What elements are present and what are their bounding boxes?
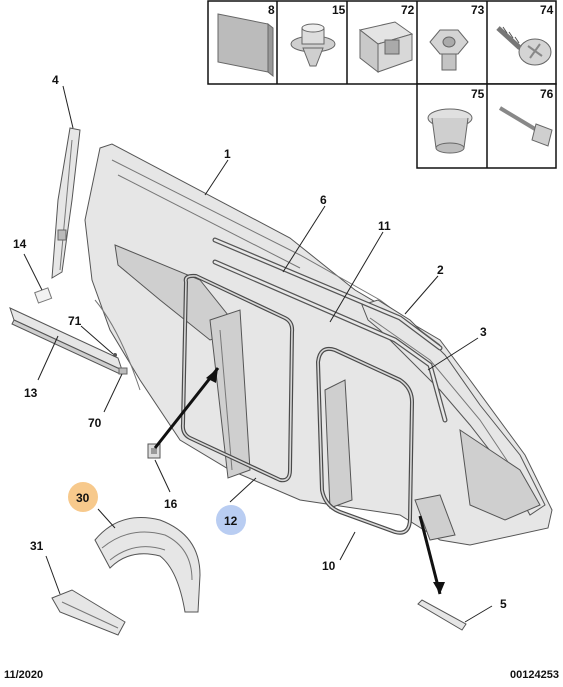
ref-3: 3 (480, 325, 487, 339)
ref-72: 72 (401, 3, 415, 17)
ref-14: 14 (13, 237, 27, 251)
part-75-nut[interactable] (427, 108, 473, 154)
ref-6: 6 (320, 193, 327, 207)
highlight-30 (68, 482, 98, 512)
fastener-grid: 8 15 72 73 74 75 76 (207, 0, 557, 169)
footer-date: 11/2020 (4, 669, 44, 681)
ref-71: 71 (68, 314, 82, 328)
part-8-pad[interactable] (217, 13, 274, 78)
ref-13: 13 (24, 386, 38, 400)
ref-15: 15 (332, 3, 346, 17)
ref-8: 8 (268, 3, 275, 17)
ref-73: 73 (471, 3, 485, 17)
ref-74: 74 (540, 3, 554, 17)
highlight-12 (216, 505, 246, 535)
ref-1: 1 (224, 147, 231, 161)
ref-76: 76 (540, 87, 554, 101)
b-pillar (324, 379, 456, 541)
part-31-underbody-panel[interactable] (51, 589, 126, 636)
ref-11: 11 (378, 219, 391, 233)
ref-16: 16 (164, 497, 178, 511)
part-6-strip[interactable] (212, 237, 443, 351)
part-73-nut[interactable] (429, 29, 469, 71)
part-70-clip[interactable] (118, 367, 128, 375)
part-4-pillar[interactable] (51, 127, 81, 279)
ref-30: 30 (76, 491, 90, 505)
part-14-label[interactable] (34, 287, 53, 304)
ref-70: 70 (88, 416, 102, 430)
part-74-screw[interactable] (496, 26, 552, 66)
leader-lines (23, 85, 493, 623)
footer-diagram-code: 00124253 (510, 669, 559, 681)
part-11-strip[interactable] (212, 259, 448, 423)
part-15-clip[interactable] (290, 23, 336, 67)
ref-10: 10 (322, 559, 336, 573)
part-12-door-seal[interactable] (180, 273, 295, 483)
ref-75: 75 (471, 87, 485, 101)
part-30-wheel-arch-liner[interactable] (94, 517, 201, 613)
part-72-clip[interactable] (358, 21, 414, 74)
part-10-door-seal[interactable] (316, 346, 414, 535)
part-76-bolt[interactable] (498, 106, 553, 147)
ref-4: 4 (52, 73, 59, 87)
ref-31: 31 (30, 539, 44, 553)
door-pillar (209, 309, 251, 479)
ref-2: 2 (437, 263, 444, 277)
part-71-clip[interactable] (113, 353, 117, 357)
ref-12: 12 (224, 514, 238, 528)
part-5-sill-strip[interactable] (417, 599, 467, 631)
ref-5: 5 (500, 597, 507, 611)
